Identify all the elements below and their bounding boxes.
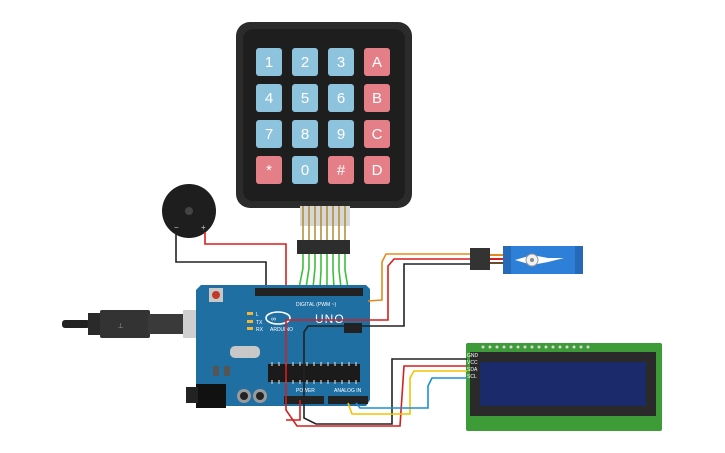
keypad-key-label: A [372,54,382,71]
keypad-key-label: D [372,162,383,179]
keypad-key-label: 3 [337,54,345,71]
keypad-key-label: 5 [301,90,309,107]
lcd-pin-scl: SCL [467,374,477,380]
reset-button[interactable] [212,291,220,299]
keypad-key-label: 2 [301,54,309,71]
arduino-model: UNO [315,312,345,326]
microcontroller-chip [268,364,360,382]
digital-header [255,288,363,296]
keypad-key-label: 6 [337,90,345,107]
keypad-key-label: # [337,162,346,179]
keypad-key-a[interactable]: A [364,48,390,76]
usb-cable: ⟂ [62,310,205,338]
keypad-ribbon [300,206,350,226]
keypad-key-label: 8 [301,126,309,143]
buzzer: − + [162,184,216,238]
keypad-key-7[interactable]: 7 [256,120,282,148]
lcd-pin-sda: SDA [467,367,478,373]
keypad-key-label: 7 [265,126,273,143]
digital-header-label: DIGITAL (PWM ~) [296,302,336,308]
keypad-key-9[interactable]: 9 [328,120,354,148]
icsp-header [344,323,362,333]
keypad-key-4[interactable]: 4 [256,84,282,112]
keypad-key-d[interactable]: D [364,156,390,184]
lcd-top-pins [481,345,590,349]
buzzer-minus-label: − [174,223,179,232]
keypad-key-star[interactable]: * [256,156,282,184]
tx-label: TX [256,320,263,326]
lcd-screen [480,362,646,406]
keypad-key-3[interactable]: 3 [328,48,354,76]
keypad-connector [297,240,350,254]
servo [470,246,583,274]
crystal [230,346,260,358]
servo-connector [470,248,490,270]
l-label: L [256,312,259,318]
arduino-uno: DIGITAL (PWM ~) ∞ ARDUINO UNO TX RX L [186,285,370,408]
keypad-key-1[interactable]: 1 [256,48,282,76]
buzzer-plus-label: + [201,223,206,232]
arduino-brand: ARDUINO [270,327,293,333]
keypad-key-label: 1 [265,54,273,71]
vcc-wire [285,258,470,427]
buzzer-gnd-wire [175,232,267,289]
keypad-key-label: 0 [301,162,309,179]
power-header-label: POWER [296,388,315,394]
usb-icon: ⟂ [118,321,124,330]
keypad-ribbon-lines [302,206,346,240]
analog-header-label: ANALOG IN [334,388,362,394]
lcd-display: GND VCC SDA SCL [466,343,662,431]
keypad-key-label: B [372,90,382,107]
buzzer-hole [185,207,193,215]
buzzer-signal-wire [204,232,287,289]
keypad-key-label: * [266,162,272,179]
keypad-key-label: 4 [265,90,273,107]
keypad-key-b[interactable]: B [364,84,390,112]
keypad-key-6[interactable]: 6 [328,84,354,112]
keypad-wires [298,254,349,289]
keypad-key-2[interactable]: 2 [292,48,318,76]
analog-header [328,396,368,404]
servo-signal-wire [367,253,470,302]
rx-label: RX [256,327,264,333]
lcd-pin-gnd: GND [467,353,479,359]
gnd-wire [303,263,470,425]
keypad-key-8[interactable]: 8 [292,120,318,148]
keypad: 1 2 3 A 4 5 6 B 7 8 9 C * 0 # D [236,22,412,254]
five-volt-wire [286,400,301,421]
keypad-key-label: C [372,126,383,143]
sda-wire [347,370,467,415]
scl-wire [355,377,467,409]
keypad-key-label: 9 [337,126,345,143]
keypad-keys: 1 2 3 A 4 5 6 B 7 8 9 C * 0 # D [256,48,390,184]
keypad-key-c[interactable]: C [364,120,390,148]
power-jack [196,384,226,408]
arduino-logo-icon [265,311,291,325]
arduino-logo-symbol: ∞ [271,316,276,323]
keypad-key-5[interactable]: 5 [292,84,318,112]
lcd-pin-vcc: VCC [467,360,478,366]
keypad-key-hash[interactable]: # [328,156,354,184]
keypad-key-0[interactable]: 0 [292,156,318,184]
